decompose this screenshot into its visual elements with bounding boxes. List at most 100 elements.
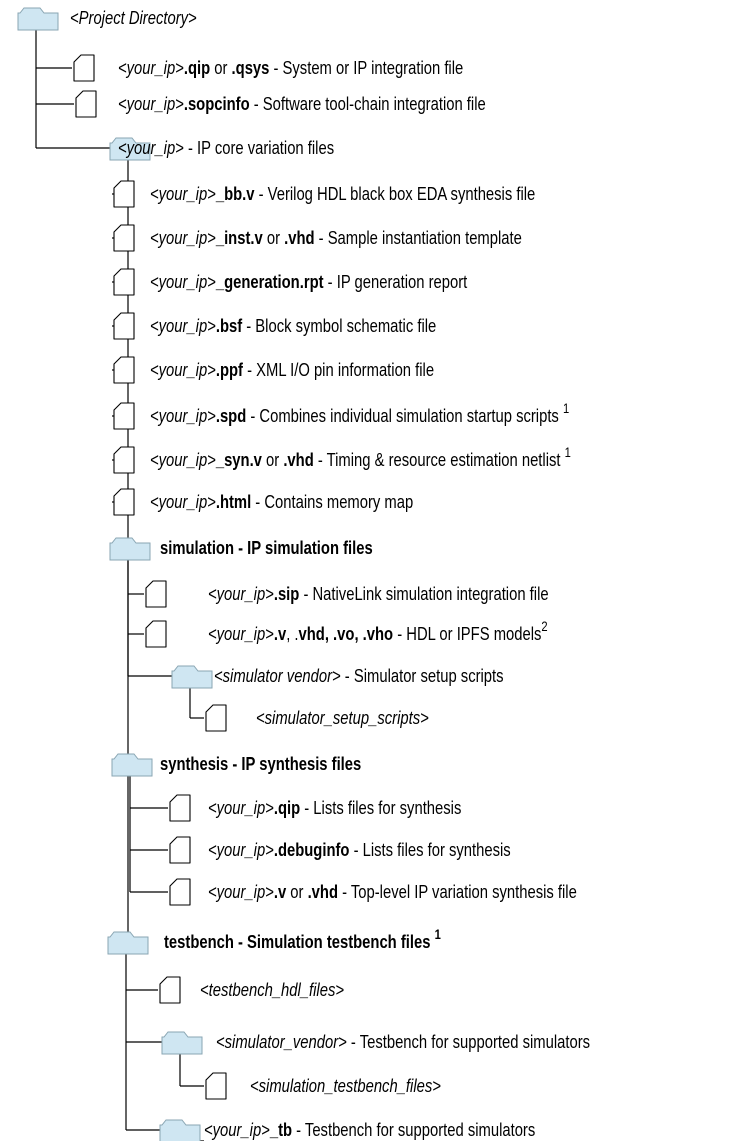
file-icon: [113, 224, 135, 252]
file-icon: [169, 878, 191, 906]
label-segment: or: [210, 57, 232, 78]
label-segment: <simulation_testbench_files>: [250, 1075, 441, 1096]
label-segment: synthesis - IP synthesis files: [160, 753, 362, 774]
label-segment: - Combines individual simulation startup…: [246, 405, 563, 426]
label-segment: <your_ip>: [204, 1119, 270, 1140]
folder-label: synthesis - IP synthesis files: [160, 753, 361, 775]
label-segment: .vhd: [284, 227, 315, 248]
file-icon: [145, 620, 167, 648]
file-icon: [205, 1072, 227, 1100]
label-segment: _syn.v: [215, 449, 262, 470]
label-segment: - Timing & resource estimation netlist: [313, 449, 565, 470]
label-segment: <your_ip>: [150, 491, 216, 512]
label-segment: - Lists files for synthesis: [300, 797, 462, 818]
label-segment: _bb.v: [215, 183, 255, 204]
label-segment: <your_ip>: [150, 271, 216, 292]
label-segment: 1: [564, 444, 571, 460]
file-icon: [159, 976, 181, 1004]
label-segment: - Block symbol schematic file: [242, 315, 437, 336]
label-segment: <your_ip>: [150, 405, 216, 426]
file-label: <your_ip>_bb.v - Verilog HDL black box E…: [150, 183, 535, 205]
label-segment: testbench - Simulation testbench files: [164, 931, 435, 952]
file-label: <your_ip>_inst.v or .vhd - Sample instan…: [150, 227, 522, 249]
folder-icon: [107, 931, 149, 955]
folder-label: <simulator vendor> - Simulator setup scr…: [214, 665, 504, 687]
label-segment: .v: [273, 623, 287, 644]
label-segment: 2: [541, 618, 548, 634]
label-segment: - System or IP integration file: [269, 57, 464, 78]
label-segment: .sopcinfo: [183, 93, 250, 114]
folder-icon: [109, 137, 151, 161]
label-segment: .v: [273, 881, 287, 902]
label-segment: .vhd: [307, 881, 338, 902]
label-segment: - Lists files for synthesis: [349, 839, 511, 860]
file-label: <your_ip>.debuginfo - Lists files for sy…: [208, 839, 511, 861]
label-segment: <your_ip>: [208, 881, 274, 902]
folder-icon: [159, 1119, 201, 1141]
file-icon: [169, 836, 191, 864]
label-segment: .qip: [273, 797, 301, 818]
label-segment: .bsf: [215, 315, 243, 336]
label-segment: - HDL or IPFS models: [393, 623, 542, 644]
file-icon: [113, 446, 135, 474]
label-segment: simulation - IP simulation files: [160, 537, 373, 558]
label-segment: <your_ip>: [208, 583, 274, 604]
label-segment: <your_ip>: [208, 623, 274, 644]
label-segment: - Sample instantiation template: [314, 227, 522, 248]
file-label: <your_ip>_syn.v or .vhd - Timing & resou…: [150, 445, 571, 471]
file-label: <your_ip>.qip - Lists files for synthesi…: [208, 797, 461, 819]
folder-label: <Project Directory>: [70, 7, 197, 29]
folder-label: simulation - IP simulation files: [160, 537, 373, 559]
label-segment: 1: [562, 400, 570, 416]
file-label: <your_ip>.v, .vhd, .vo, .vho - HDL or IP…: [208, 619, 548, 645]
label-segment: <your_ip>: [150, 449, 216, 470]
file-label: <your_ip>.html - Contains memory map: [150, 491, 413, 513]
label-segment: .html: [215, 491, 252, 512]
folder-icon: [161, 1031, 203, 1055]
label-segment: <your_ip>: [208, 839, 274, 860]
label-segment: - Testbench for supported simulators: [292, 1119, 536, 1140]
label-segment: - Simulator setup scripts: [340, 665, 504, 686]
file-icon: [73, 54, 95, 82]
label-segment: <simulator vendor>: [214, 665, 341, 686]
label-segment: .debuginfo: [273, 839, 350, 860]
file-icon: [145, 580, 167, 608]
label-segment: _inst.v: [215, 227, 263, 248]
label-segment: <your_ip>: [118, 57, 184, 78]
label-segment: <your_ip>: [118, 137, 184, 158]
label-segment: .vhd: [283, 449, 314, 470]
label-segment: - XML I/O pin information file: [242, 359, 435, 380]
label-segment: <Project Directory>: [70, 7, 197, 28]
folder-label: testbench - Simulation testbench files 1: [164, 927, 441, 953]
file-label: <simulator_setup_scripts>: [256, 707, 429, 729]
label-segment: <your_ip>: [150, 359, 216, 380]
label-segment: <your_ip>: [150, 315, 216, 336]
label-segment: - Top-level IP variation synthesis file: [338, 881, 577, 902]
label-segment: _generation.rpt: [215, 271, 324, 292]
label-segment: , .: [286, 623, 299, 644]
file-label: <simulation_testbench_files>: [250, 1075, 441, 1097]
file-icon: [113, 488, 135, 516]
label-segment: <your_ip>: [150, 183, 216, 204]
folder-icon: [109, 537, 151, 561]
label-segment: or: [286, 881, 308, 902]
folder-label: <simulator_vendor> - Testbench for suppo…: [216, 1031, 590, 1053]
label-segment: _tb: [269, 1119, 293, 1140]
label-segment: .sip: [273, 583, 300, 604]
file-label: <your_ip>.sopcinfo - Software tool-chain…: [118, 93, 486, 115]
label-segment: vhd, .vo, .vho: [298, 623, 394, 644]
label-segment: <your_ip>: [150, 227, 216, 248]
file-icon: [75, 90, 97, 118]
label-segment: .spd: [215, 405, 247, 426]
label-segment: 1: [434, 926, 441, 942]
label-segment: - IP generation report: [323, 271, 468, 292]
label-segment: <your_ip>: [118, 93, 184, 114]
file-label: <your_ip>.bsf - Block symbol schematic f…: [150, 315, 436, 337]
label-segment: <simulator_vendor>: [216, 1031, 347, 1052]
label-segment: .qip: [183, 57, 211, 78]
folder-icon: [111, 753, 153, 777]
folder-label: <your_ip> - IP core variation files: [118, 137, 334, 159]
label-segment: .ppf: [215, 359, 243, 380]
file-icon: [113, 180, 135, 208]
